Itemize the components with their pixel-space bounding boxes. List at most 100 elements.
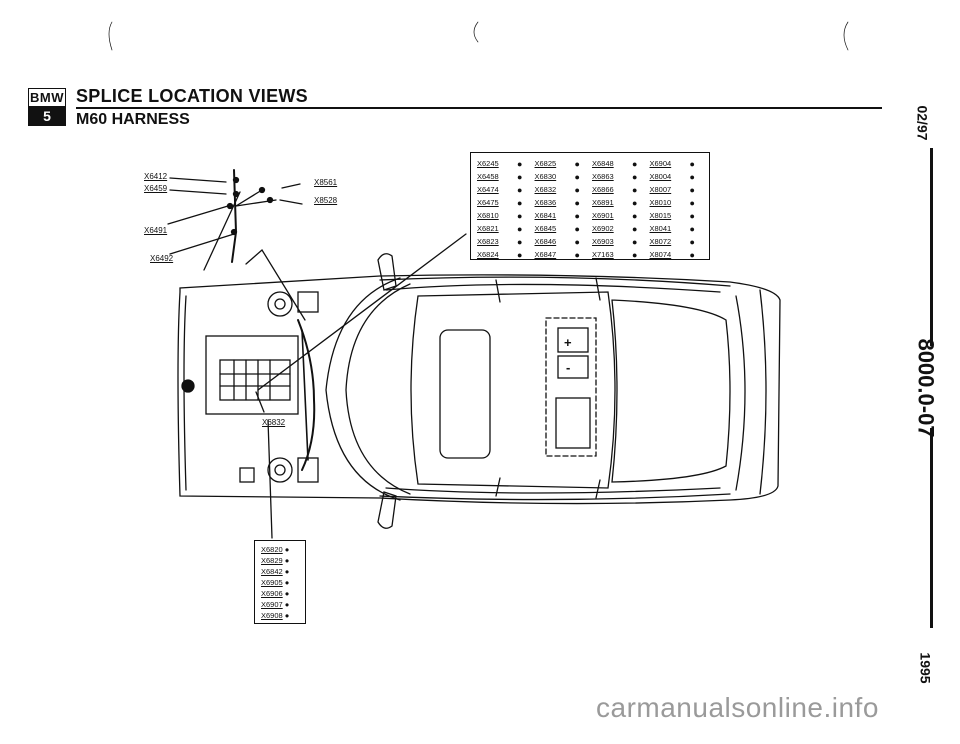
- splice-cell: X6823●: [477, 235, 535, 248]
- splice-cell: X6475●: [477, 196, 535, 209]
- callout-x6491: X6491: [144, 226, 168, 235]
- splice-dot-icon: ●: [574, 184, 580, 195]
- splice-dot-icon: ●: [632, 236, 638, 247]
- splice-dot-icon: ●: [282, 545, 290, 554]
- splice-cell: X6845 ●: [535, 222, 593, 235]
- splice-code: X6821: [477, 224, 499, 233]
- splice-code: X6475: [477, 198, 499, 207]
- splice-code: X6906: [261, 589, 283, 598]
- splice-dot-icon: ●: [574, 223, 580, 234]
- splice-code: X6830: [534, 172, 557, 181]
- splice-cell: X6904 ●: [650, 157, 708, 170]
- splice-code: X6810: [477, 211, 499, 220]
- splice-list-item: X6829 ●: [261, 555, 305, 566]
- splice-location-table: X6245●X6825●X6848●X6904●X6458●X6830●X686…: [470, 152, 710, 260]
- splice-cell: X6891●: [592, 196, 650, 209]
- logo-series-number: 5: [28, 107, 66, 126]
- splice-cell: X6810 ●: [477, 209, 535, 222]
- splice-code: X6458: [477, 172, 499, 181]
- splice-dot-icon: ●: [282, 567, 290, 576]
- splice-code: X8074: [649, 250, 672, 259]
- splice-dot-icon: ●: [689, 158, 695, 169]
- splice-dot-icon: ●: [517, 249, 523, 260]
- splice-code: X6820: [261, 545, 283, 554]
- splice-code: X6832: [534, 185, 557, 194]
- splice-cell: X6825 ●: [535, 157, 593, 170]
- splice-cell: X6903●: [592, 235, 650, 248]
- splice-code: X6474: [477, 185, 499, 194]
- splice-cell: X6847 ●: [535, 248, 593, 261]
- splice-code: X6836: [534, 198, 557, 207]
- splice-code: X6863: [592, 172, 614, 181]
- splice-code: X6825: [534, 159, 557, 168]
- splice-code: X6847: [534, 250, 557, 259]
- splice-dot-icon: ●: [632, 197, 638, 208]
- splice-dot-icon: ●: [574, 197, 580, 208]
- splice-dot-icon: ●: [689, 171, 695, 182]
- splice-cell: X8004 ●: [650, 170, 708, 183]
- splice-dot-icon: ●: [689, 223, 695, 234]
- splice-dot-icon: ●: [632, 158, 638, 169]
- splice-cell: X6863 ●: [592, 170, 650, 183]
- splice-dot-icon: ●: [517, 158, 523, 169]
- splice-cell: X8072●: [650, 235, 708, 248]
- splice-cell: X6866●: [592, 183, 650, 196]
- splice-code: X8072: [649, 237, 672, 246]
- splice-dot-icon: ●: [282, 556, 290, 565]
- splice-location-list: X6820 ●X6829 ●X6842 ●X6905 ●X6906 ●X6907…: [254, 540, 306, 624]
- watermark-text: carmanualsonline.info: [596, 692, 879, 723]
- splice-dot-icon: ●: [282, 589, 290, 598]
- splice-code: X6829: [261, 556, 283, 565]
- splice-cell: X6846●: [535, 235, 593, 248]
- splice-code: X8007: [649, 185, 672, 194]
- splice-cell: X8007●: [650, 183, 708, 196]
- splice-code: X6901: [592, 211, 614, 220]
- logo-bmw-text: BMW: [28, 88, 66, 107]
- splice-cell: X6836 ●: [535, 196, 593, 209]
- splice-cell: X8010●: [650, 196, 708, 209]
- side-rule-bottom: [930, 428, 933, 628]
- splice-dot-icon: ●: [689, 249, 695, 260]
- splice-code: X6902: [592, 224, 614, 233]
- callout-x6832: X6832: [262, 418, 286, 427]
- splice-cell: X6474 ●: [477, 183, 535, 196]
- battery-minus-symbol: -: [566, 360, 570, 375]
- side-rule-top: [930, 148, 933, 346]
- splice-list-item: X6906 ●: [261, 588, 305, 599]
- splice-cell: X8041 ●: [650, 222, 708, 235]
- splice-code: X6846: [534, 237, 557, 246]
- splice-dot-icon: ●: [282, 611, 290, 620]
- splice-cell: X8074 ●: [650, 248, 708, 261]
- splice-dot-icon: ●: [517, 210, 523, 221]
- splice-cell: X6848 ●: [592, 157, 650, 170]
- splice-code: X6907: [261, 600, 283, 609]
- splice-dot-icon: ●: [517, 223, 523, 234]
- callout-x6412: X6412: [144, 172, 168, 181]
- splice-code: X6848: [592, 159, 614, 168]
- page-title: SPLICE LOCATION VIEWS: [76, 86, 308, 106]
- splice-list-item: X6907 ●: [261, 599, 305, 610]
- callout-x8561: X8561: [314, 178, 338, 187]
- splice-code: X6841: [534, 211, 557, 220]
- splice-dot-icon: ●: [574, 249, 580, 260]
- splice-code: X6845: [534, 224, 557, 233]
- splice-dot-icon: ●: [632, 210, 638, 221]
- bmw-5-series-logo: BMW 5: [28, 88, 66, 126]
- splice-code: X8041: [649, 224, 672, 233]
- splice-code: X6824: [477, 250, 499, 259]
- splice-dot-icon: ●: [574, 210, 580, 221]
- splice-dot-icon: ●: [574, 158, 580, 169]
- callout-x8528: X8528: [314, 196, 338, 205]
- splice-dot-icon: ●: [282, 578, 290, 587]
- splice-list-item: X6905 ●: [261, 577, 305, 588]
- splice-code: X6904: [649, 159, 672, 168]
- splice-cell: X6821 ●: [477, 222, 535, 235]
- splice-cell: X6902●: [592, 222, 650, 235]
- splice-list-item: X6820 ●: [261, 544, 305, 555]
- splice-dot-icon: ●: [517, 184, 523, 195]
- splice-dot-icon: ●: [632, 171, 638, 182]
- splice-code: X6905: [261, 578, 283, 587]
- splice-code: X8004: [649, 172, 672, 181]
- splice-dot-icon: ●: [517, 171, 523, 182]
- splice-code: X8010: [649, 198, 672, 207]
